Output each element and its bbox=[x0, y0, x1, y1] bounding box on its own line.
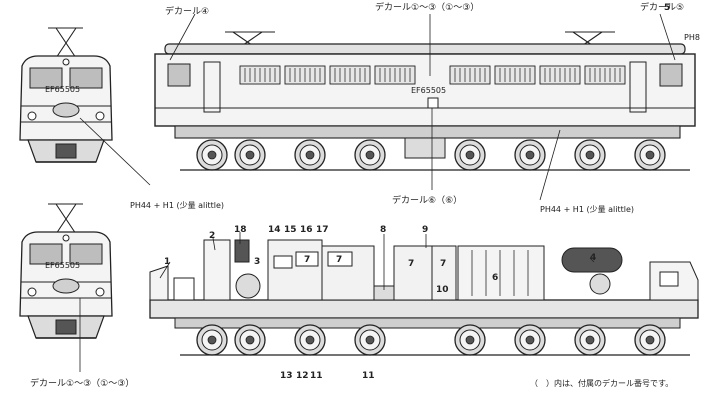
part-number-10: 10 bbox=[436, 285, 449, 295]
front-view-top bbox=[19, 27, 113, 163]
part-number-3: 3 bbox=[254, 257, 260, 267]
leader-lines bbox=[79, 13, 676, 372]
engine-number-bottom-front: EF65505 bbox=[45, 261, 80, 270]
part-number-8: 8 bbox=[380, 225, 386, 235]
part-number-4: 4 bbox=[590, 253, 596, 263]
part-number-1: 1 bbox=[164, 257, 170, 267]
label-decal-1-3-top: デカール①～③（①～③） bbox=[375, 1, 479, 13]
front-view-bottom bbox=[19, 203, 113, 339]
part-number-7b: 7 bbox=[336, 255, 342, 265]
part-number-15: 15 bbox=[284, 225, 297, 235]
side-view-top bbox=[154, 31, 696, 171]
engine-number-side: EF65505 bbox=[411, 86, 446, 95]
part-number-14: 14 bbox=[268, 225, 281, 235]
part-number-9: 9 bbox=[422, 225, 428, 235]
part-number-18: 18 bbox=[234, 225, 247, 235]
part-number-11a: 11 bbox=[310, 371, 323, 381]
label-ph8: PH8 bbox=[684, 33, 700, 42]
label-decal-4: デカール④ bbox=[165, 5, 209, 17]
part-number-7d: 7 bbox=[440, 259, 446, 269]
label-decal-1-3-bottom: デカール①～③（①～③） bbox=[30, 377, 134, 389]
label-paint-left: PH44 + H1 (少量 alittle) bbox=[130, 201, 224, 210]
part-number-13: 13 bbox=[280, 371, 293, 381]
part-numbers: 1 2 3 4 5 6 7 7 7 7 8 9 10 11 11 12 13 1… bbox=[164, 3, 670, 381]
part-number-2: 2 bbox=[209, 231, 215, 241]
part-number-7a: 7 bbox=[304, 255, 310, 265]
part-number-16: 16 bbox=[300, 225, 313, 235]
label-paint-right: PH44 + H1 (少量 alittle) bbox=[540, 205, 634, 214]
part-number-17: 17 bbox=[316, 225, 329, 235]
label-decal-6: デカール⑥（⑥） bbox=[392, 194, 462, 206]
part-number-11b: 11 bbox=[362, 371, 375, 381]
footnote: （ ）内は、付属のデカール番号です。 bbox=[530, 378, 673, 388]
label-decal-5: デカール⑤ bbox=[640, 1, 684, 13]
part-number-7c: 7 bbox=[408, 259, 414, 269]
part-number-6: 6 bbox=[492, 273, 498, 283]
part-number-12: 12 bbox=[296, 371, 309, 381]
part-number-5: 5 bbox=[664, 3, 670, 13]
engine-number-top-front: EF65505 bbox=[45, 85, 80, 94]
side-view-cutaway bbox=[149, 239, 699, 356]
